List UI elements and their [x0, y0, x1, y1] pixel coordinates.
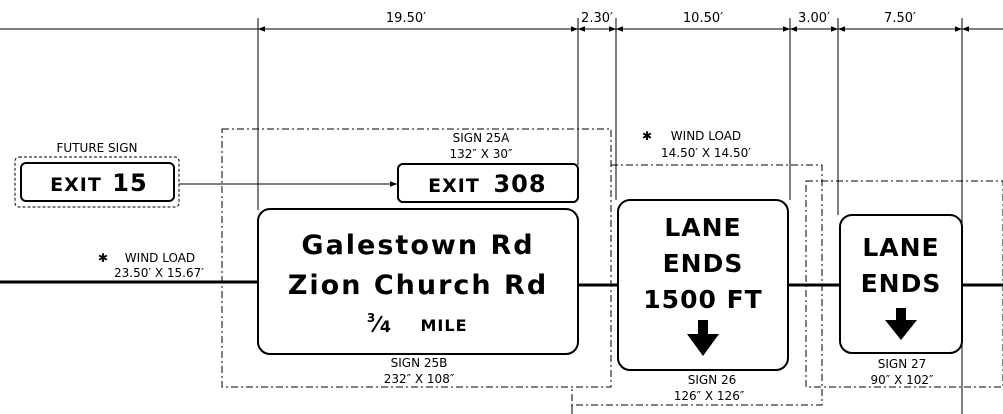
wind-load-right-star: ✱: [642, 129, 652, 143]
future-sign-heading: FUTURE SIGN: [57, 141, 138, 155]
sign-25b-fraction-denominator: 4: [380, 317, 392, 336]
down-arrow-icon: [687, 320, 719, 356]
sign-25a-size: 132″ X 30″: [450, 147, 514, 161]
sign-26-size: 126″ X 126″: [674, 389, 745, 403]
sign-27-name: SIGN 27: [878, 357, 927, 371]
extension-lines: [257, 18, 963, 414]
sign-25b-fraction-bar: [371, 315, 383, 333]
dim-label-3: 10.50′: [683, 11, 723, 26]
dim-label-1: 19.50′: [386, 11, 426, 26]
sign-25b-fraction-numerator: 3: [367, 311, 375, 325]
sign-25a-name: SIGN 25A: [453, 131, 511, 145]
sign-25a-exit-word: EXIT: [428, 175, 480, 197]
sign-27-line2: ENDS: [861, 269, 942, 298]
sign-26-line2: ENDS: [663, 249, 744, 278]
sign-25a-exit-number: 308: [493, 170, 546, 198]
sign-25b-name: SIGN 25B: [391, 356, 448, 370]
dim-label-2: 2.30′: [581, 11, 613, 26]
sign-26-name: SIGN 26: [688, 373, 737, 387]
sign-26-panel: [617, 199, 789, 371]
future-sign-exit-word: EXIT: [50, 174, 102, 196]
sign-26-line3: 1500 FT: [643, 285, 762, 314]
sign-25b-line2: Zion Church Rd: [288, 270, 548, 301]
wind-load-left-label: WIND LOAD: [125, 251, 195, 265]
wind-load-left-star: ✱: [98, 251, 108, 265]
wind-load-envelopes: [221, 128, 1003, 406]
dim-label-5: 7.50′: [884, 11, 916, 26]
wind-load-right-label: WIND LOAD: [671, 129, 741, 143]
sign-26-line1: LANE: [664, 213, 741, 242]
sign-25b-panel: [257, 208, 579, 355]
dim-label-4: 3.00′: [798, 11, 830, 26]
future-sign-exit-number: 15: [112, 169, 147, 197]
future-sign-panel: [20, 162, 175, 202]
sign-25b-mile: MILE: [421, 316, 468, 335]
sign-25b-line1: Galestown Rd: [301, 230, 534, 261]
wind-load-left-value: 23.50′ X 15.67′: [114, 266, 204, 280]
sign-27-line1: LANE: [862, 233, 939, 262]
down-arrow-icon: [885, 308, 917, 340]
sign-27-size: 90″ X 102″: [871, 373, 935, 387]
wind-load-right-value: 14.50′ X 14.50′: [661, 146, 751, 160]
sign-27-panel: [839, 214, 963, 354]
sign-25a-panel: [397, 163, 579, 203]
sign-25b-size: 232″ X 108″: [384, 372, 455, 386]
future-sign-outline: [14, 156, 180, 208]
